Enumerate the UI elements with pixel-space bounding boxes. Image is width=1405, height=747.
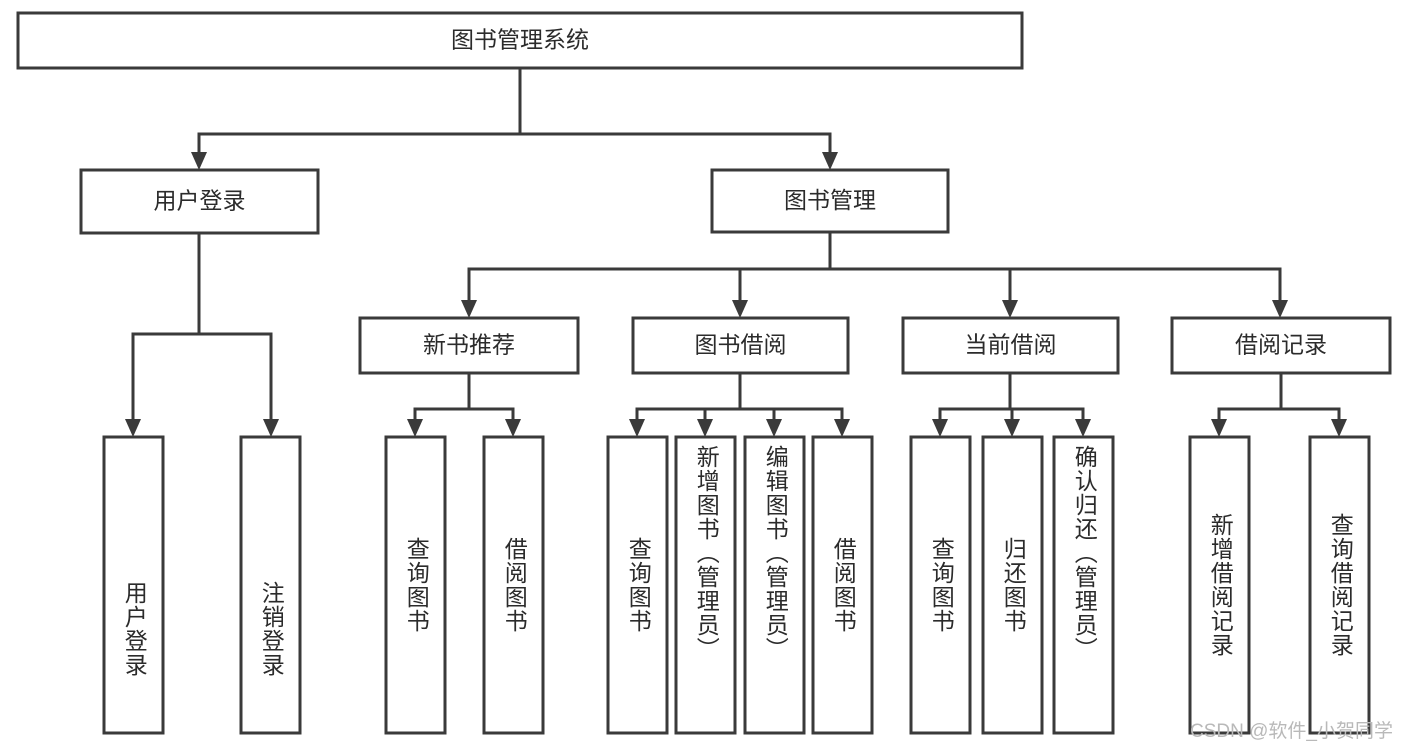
leaf-node-rect[interactable] bbox=[811, 435, 874, 735]
level2-node-0[interactable]: 用户登录 bbox=[79, 168, 320, 235]
level3-node-1[interactable]: 图书借阅 bbox=[631, 316, 850, 375]
connector-layer bbox=[125, 66, 1347, 437]
root-node-label: 图书管理系统 bbox=[451, 27, 589, 53]
level3-node-label: 新书推荐 bbox=[423, 332, 515, 358]
book-mgmt-to-level3-arrow-2-head bbox=[1002, 300, 1018, 318]
level3-node-rect[interactable] bbox=[358, 316, 580, 375]
user-login-leaf-arrow-1-head bbox=[263, 419, 279, 437]
leaf-node-rect[interactable] bbox=[1308, 435, 1371, 735]
leaf-node-rect[interactable] bbox=[981, 435, 1044, 735]
level3-node-label: 借阅记录 bbox=[1235, 332, 1327, 358]
level3-node-rect[interactable] bbox=[901, 316, 1120, 375]
level3-leaf-arrow-2-2-head bbox=[1075, 419, 1091, 437]
csdn-watermark: CSDN @软件_小贺同学 bbox=[1190, 721, 1393, 742]
level3-leaf-arrow-1-3-head bbox=[834, 419, 850, 437]
leaf-node-rect[interactable] bbox=[606, 435, 669, 735]
level3-leaf-arrow-1-2-head bbox=[766, 419, 782, 437]
level3-node-rect[interactable] bbox=[1170, 316, 1392, 375]
leaf-node-rect[interactable] bbox=[743, 435, 806, 735]
leaf-node-rect[interactable] bbox=[1188, 435, 1251, 735]
level3-leaf-arrow-3-1-head bbox=[1331, 419, 1347, 437]
root-node[interactable]: 图书管理系统 bbox=[16, 11, 1024, 70]
level3-node-0[interactable]: 新书推荐 bbox=[358, 316, 580, 375]
book-mgmt-to-level3-arrow-1-head bbox=[732, 300, 748, 318]
book-mgmt-to-level3-arrow-3-head bbox=[1272, 300, 1288, 318]
level2-node-label: 图书管理 bbox=[784, 187, 876, 213]
level3-node-2[interactable]: 当前借阅 bbox=[901, 316, 1120, 375]
level3-node-3[interactable]: 借阅记录 bbox=[1170, 316, 1392, 375]
user-login-leaf-arrow-0-head bbox=[125, 419, 141, 437]
level3-node-label: 当前借阅 bbox=[965, 332, 1057, 358]
root-to-level2-arrow-0-head bbox=[191, 152, 207, 170]
level3-leaf-arrow-0-0-head bbox=[407, 419, 423, 437]
leaf-node-rect[interactable] bbox=[909, 435, 972, 735]
level3-leaf-arrow-2-1-head bbox=[1004, 419, 1020, 437]
leaf-node-rect[interactable] bbox=[384, 435, 447, 735]
leaf-node-rect[interactable] bbox=[102, 435, 165, 735]
leaf-node-rect[interactable] bbox=[1052, 435, 1115, 735]
level2-node-rect[interactable] bbox=[79, 168, 320, 235]
root-to-level2-arrow-1-head bbox=[822, 152, 838, 170]
book-mgmt-to-level3-arrow-0-head bbox=[461, 300, 477, 318]
level3-node-label: 图书借阅 bbox=[695, 332, 787, 358]
level3-node-rect[interactable] bbox=[631, 316, 850, 375]
leaf-node-rect[interactable] bbox=[482, 435, 545, 735]
level2-node-rect[interactable] bbox=[710, 168, 950, 234]
level3-leaf-arrow-1-0-head bbox=[629, 419, 645, 437]
level2-node-label: 用户登录 bbox=[154, 188, 246, 214]
leaf-node-rect[interactable] bbox=[239, 435, 302, 735]
leaf-node-rect[interactable] bbox=[674, 435, 737, 735]
level3-leaf-arrow-3-0-head bbox=[1211, 419, 1227, 437]
level3-leaf-arrow-0-1-head bbox=[505, 419, 521, 437]
level3-leaf-arrow-2-0-head bbox=[932, 419, 948, 437]
level3-leaf-arrow-1-1-head bbox=[697, 419, 713, 437]
level2-node-1[interactable]: 图书管理 bbox=[710, 168, 950, 234]
root-node-rect[interactable] bbox=[16, 11, 1024, 70]
